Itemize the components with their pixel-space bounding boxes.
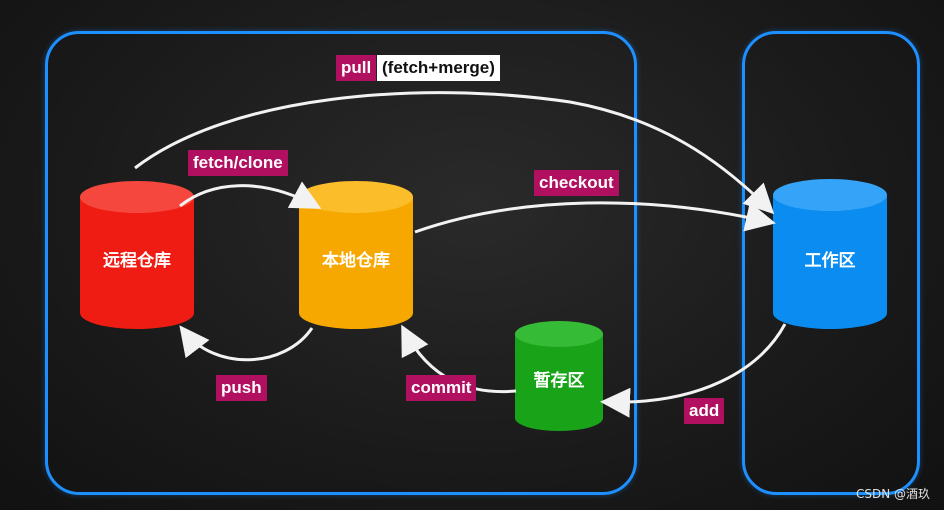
pull-label: pull: [336, 55, 377, 81]
pull-arrow: [134, 91, 775, 215]
stage-cylinder: [515, 321, 603, 431]
stage-label: 暂存区: [533, 371, 585, 390]
local-repo-label: 本地仓库: [322, 251, 390, 270]
local-repo-cylinder: [299, 181, 413, 329]
checkout-label: checkout: [534, 170, 619, 196]
watermark: CSDN @酒玖: [855, 487, 930, 501]
fetch-clone-label: fetch/clone: [188, 150, 288, 176]
remote-repo-label: 远程仓库: [103, 251, 171, 270]
remote-repo-cylinder: [80, 181, 194, 329]
commit-label: commit: [406, 375, 477, 401]
add-label: add: [684, 398, 725, 424]
workspace-area-frame: [742, 31, 920, 495]
push-arrow: [179, 325, 314, 362]
local-area-frame: [45, 31, 637, 495]
workspace-label: 工作区: [804, 251, 856, 270]
fetch-clone-arrow: [179, 181, 322, 209]
pull-detail-label: (fetch+merge): [377, 55, 500, 81]
checkout-arrow: [414, 201, 776, 234]
workspace-cylinder: [773, 179, 887, 329]
add-arrow: [600, 323, 787, 418]
push-label: push: [216, 375, 267, 401]
